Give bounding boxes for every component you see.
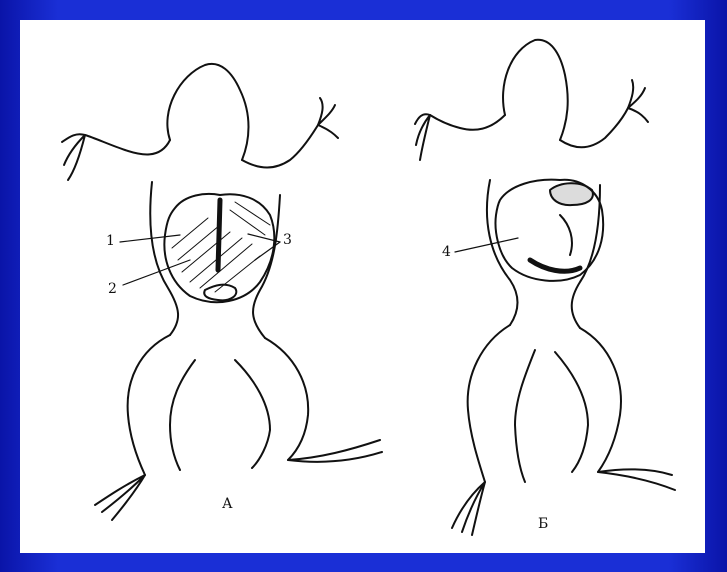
frog-b-left-arm — [415, 114, 430, 160]
frog-b-body-cavity — [496, 180, 604, 281]
frog-b-right-foot — [598, 469, 675, 490]
figure-panel: 1 2 3 4 А Б — [20, 20, 705, 553]
frog-a-right-foot — [288, 440, 382, 462]
panel-caption-a: А — [222, 497, 233, 511]
frog-a-body-cavity — [164, 194, 274, 302]
callout-line-4 — [455, 238, 518, 252]
frog-a-left-foot — [95, 475, 145, 520]
frog-b-right-arm — [628, 80, 648, 122]
frog-dissection-drawing — [20, 20, 705, 553]
frog-a-left-arm — [62, 134, 85, 180]
frog-a-outline — [85, 64, 318, 475]
callout-label-3: 3 — [283, 233, 292, 247]
callout-line-1 — [120, 235, 180, 242]
frog-a-right-arm — [318, 98, 338, 138]
callout-label-4: 4 — [442, 245, 451, 259]
frog-a-heart — [218, 200, 220, 270]
callout-line-3b — [255, 242, 280, 260]
callout-label-2: 2 — [108, 282, 117, 296]
frog-b-left-foot — [452, 482, 485, 535]
panel-caption-b: Б — [538, 517, 548, 531]
callout-label-1: 1 — [106, 234, 115, 248]
